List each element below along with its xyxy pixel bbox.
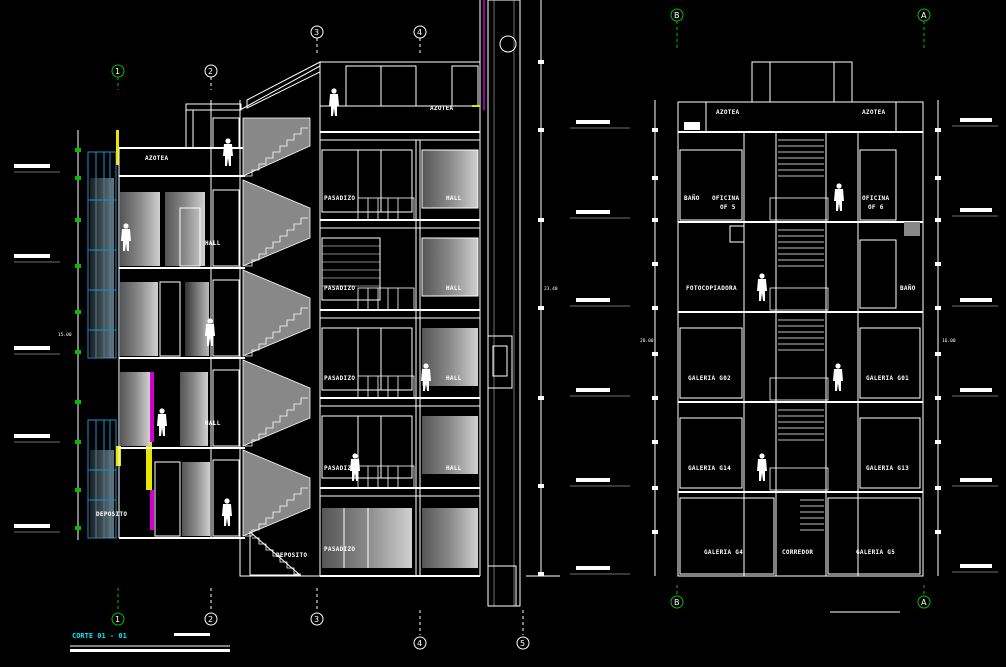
- mid-dimension: 23.40: [526, 0, 630, 577]
- label-azotea-right-l: AZOTEA: [716, 109, 740, 116]
- axis-markers-bottom: 1 2 3 4 5 B A: [111, 585, 931, 650]
- axis-A-bottom: A: [917, 585, 931, 609]
- svg-text:3: 3: [314, 28, 319, 37]
- svg-text:B: B: [674, 598, 680, 607]
- svg-text:5: 5: [520, 639, 525, 648]
- label-pasadizo-1: PASADIZO: [324, 195, 355, 202]
- label-pasadizo-2: PASADIZO: [324, 285, 355, 292]
- label-oficina-right-sub: OF 6: [868, 204, 884, 211]
- svg-text:4: 4: [417, 28, 422, 37]
- label-deposito: DEPOSITO: [96, 511, 127, 518]
- central-block: [319, 0, 481, 577]
- label-hall-r2: HALL: [446, 285, 462, 292]
- label-fotocopiadora: FOTOCOPIADORA: [686, 285, 737, 292]
- label-azotea-top: AZOTEA: [430, 105, 454, 112]
- svg-text:20.00: 20.00: [640, 338, 654, 344]
- label-azotea-left: AZOTEA: [145, 155, 169, 162]
- label-galeria-g02: GALERIA G02: [688, 375, 731, 382]
- label-oficina-left: OFICINA: [712, 195, 739, 202]
- label-hall-1: HALL: [205, 240, 221, 247]
- level-markers-left: 15.00: [14, 130, 81, 540]
- stair-flights: [242, 117, 311, 576]
- axis-A-top: A: [917, 8, 931, 48]
- svg-text:2: 2: [208, 615, 213, 624]
- axis-3-top: 3: [310, 25, 324, 54]
- label-pasadizo-5: PASADIZO: [324, 546, 355, 553]
- axis-3-bottom: 3: [310, 588, 324, 626]
- label-pasadizo-4: PASADIZO: [324, 465, 355, 472]
- svg-text:1: 1: [115, 67, 120, 76]
- axis-1-top: 1: [111, 64, 125, 90]
- curtain-wall: [87, 130, 154, 539]
- axis-4-bottom: 4: [413, 610, 427, 650]
- label-oficina-right: OFICINA: [862, 195, 889, 202]
- svg-text:15.00: 15.00: [58, 332, 72, 338]
- title-block: CORTE 01 - 01: [70, 611, 900, 652]
- svg-text:4: 4: [417, 639, 422, 648]
- stair-section: [239, 61, 321, 577]
- elevator-shaft: [472, 0, 521, 607]
- axis-1-bottom: 1: [111, 588, 125, 626]
- svg-text:1: 1: [115, 615, 120, 624]
- axis-B-bottom: B: [670, 585, 684, 609]
- svg-text:B: B: [674, 11, 680, 20]
- svg-text:A: A: [921, 11, 927, 20]
- svg-text:3: 3: [314, 615, 319, 624]
- label-galeria-g5: GALERIA G5: [856, 549, 895, 556]
- label-azotea-right-r: AZOTEA: [862, 109, 886, 116]
- label-pasadizo-3: PASADIZO: [324, 375, 355, 382]
- drawing-title: CORTE 01 - 01: [72, 632, 127, 640]
- axis-4-top: 4: [413, 25, 427, 54]
- label-galeria-g4: GALERIA G4: [704, 549, 743, 556]
- room-labels-left: AZOTEA AZOTEA HALL HALL HALL HALL HALL H…: [96, 105, 462, 559]
- label-hall-2: HALL: [205, 420, 221, 427]
- label-hall-r3: HALL: [446, 375, 462, 382]
- svg-text:23.40: 23.40: [544, 286, 558, 292]
- label-corredor: CORREDOR: [782, 549, 813, 556]
- right-section: 20.00 16.00: [640, 61, 998, 577]
- label-deposito-stair: DEPOSITO: [276, 552, 307, 559]
- label-galeria-g14: GALERIA G14: [688, 465, 731, 472]
- axis-2-bottom: 2: [204, 588, 218, 626]
- axis-5-bottom: 5: [516, 610, 530, 650]
- axis-2-top: 2: [204, 64, 218, 90]
- label-oficina-left-sub: OF 5: [720, 204, 736, 211]
- left-building-structure: [118, 100, 245, 539]
- label-hall-r4: HALL: [446, 465, 462, 472]
- label-bano-right: BAÑO: [900, 285, 916, 292]
- label-bano-left: BAÑO: [684, 195, 700, 202]
- label-galeria-g01: GALERIA G01: [866, 375, 909, 382]
- label-hall-r1: HALL: [446, 195, 462, 202]
- axis-B-top: B: [670, 8, 684, 48]
- axis-markers-top: 1 2 3 4 B A: [111, 8, 931, 90]
- svg-text:2: 2: [208, 67, 213, 76]
- svg-text:A: A: [921, 598, 927, 607]
- room-labels-right: AZOTEA AZOTEA BAÑO OFICINA OF 5 OFICINA …: [684, 109, 916, 556]
- label-galeria-g13: GALERIA G13: [866, 465, 909, 472]
- svg-text:16.00: 16.00: [942, 338, 956, 344]
